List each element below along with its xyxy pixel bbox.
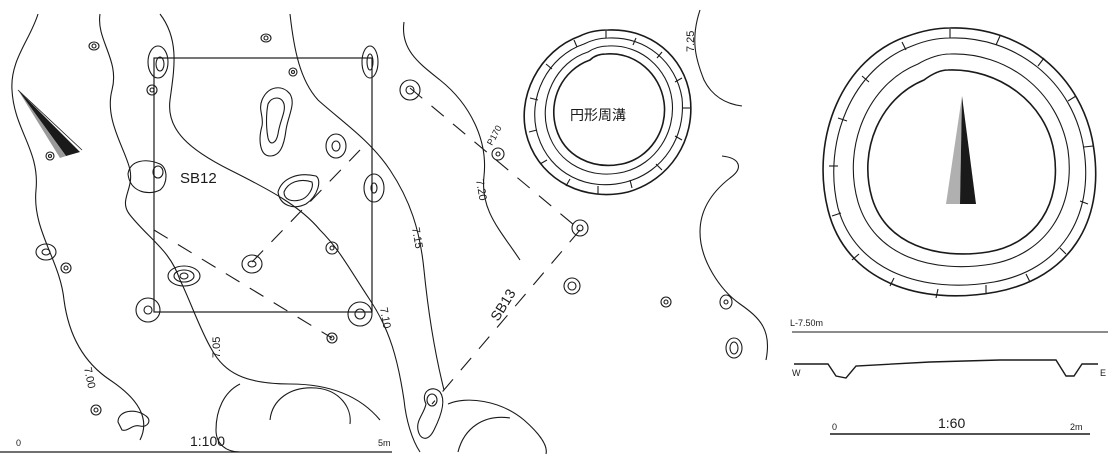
north-arrow-icon: [17, 89, 83, 158]
circular-ditch: [523, 29, 692, 196]
section-profile: L-7.50m W E: [790, 318, 1108, 379]
contour-label-7-20: 7.20: [473, 178, 489, 201]
detail-ditch: [822, 27, 1097, 299]
pit-label: P170: [485, 124, 504, 147]
plan-scale-label: 1:100: [190, 433, 225, 449]
plan-scale-bar: 0 1:100 5m: [0, 433, 392, 453]
contour-label-7-10: 7.10: [377, 306, 393, 329]
feature-circle-label: 円形周溝: [570, 107, 626, 123]
contour-label-7-00: 7.00: [81, 366, 97, 389]
sb12-label: SB12: [180, 170, 217, 187]
contour-label-7-15: 7.15: [409, 226, 425, 249]
plan-scale-start: 0: [16, 438, 21, 448]
contour-lines: [11, 9, 768, 455]
section-west-label: W: [792, 368, 801, 378]
contour-labels: 7.00 7.05 7.10 7.15 7.20 7.25: [81, 31, 697, 390]
detail-scale-end: 2m: [1070, 422, 1083, 432]
detail-scale-start: 0: [832, 422, 837, 432]
site-plan: 円形周溝 SB12 SB13 P170 7.00 7.05 7.10 7.15 …: [0, 9, 768, 455]
detail-plan: L-7.50m W E 0 1:60 2m: [790, 27, 1108, 435]
section-east-label: E: [1100, 368, 1106, 378]
post-holes: [35, 33, 743, 453]
contour-label-7-25: 7.25: [685, 31, 697, 52]
contour-label-7-05: 7.05: [211, 337, 223, 358]
detail-scale-label: 1:60: [938, 415, 965, 431]
section-level-label: L-7.50m: [790, 318, 823, 328]
plan-scale-end: 5m: [378, 438, 391, 448]
detail-scale-bar: 0 1:60 2m: [830, 415, 1090, 435]
sb13-label: SB13: [487, 286, 519, 324]
north-arrow-icon: [946, 96, 976, 204]
sb13-dashed-lines: [153, 87, 581, 405]
